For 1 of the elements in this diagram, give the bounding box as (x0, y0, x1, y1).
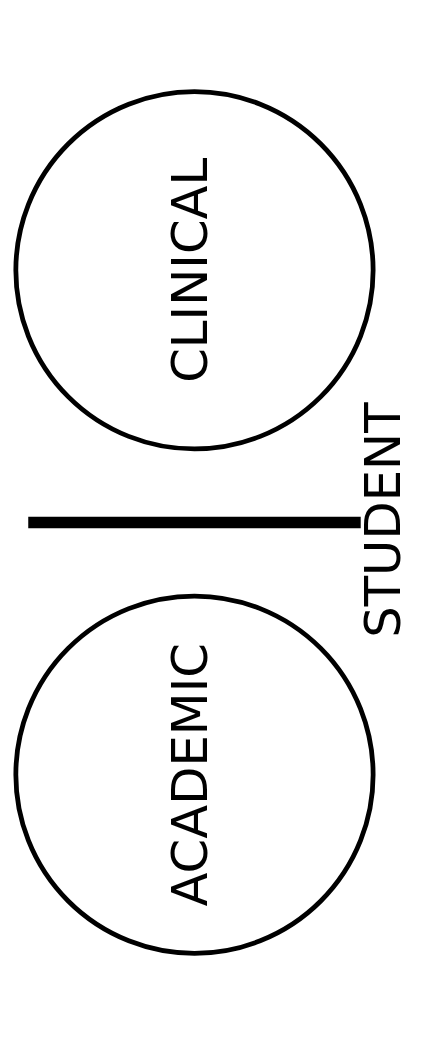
node-bar (28, 516, 361, 528)
